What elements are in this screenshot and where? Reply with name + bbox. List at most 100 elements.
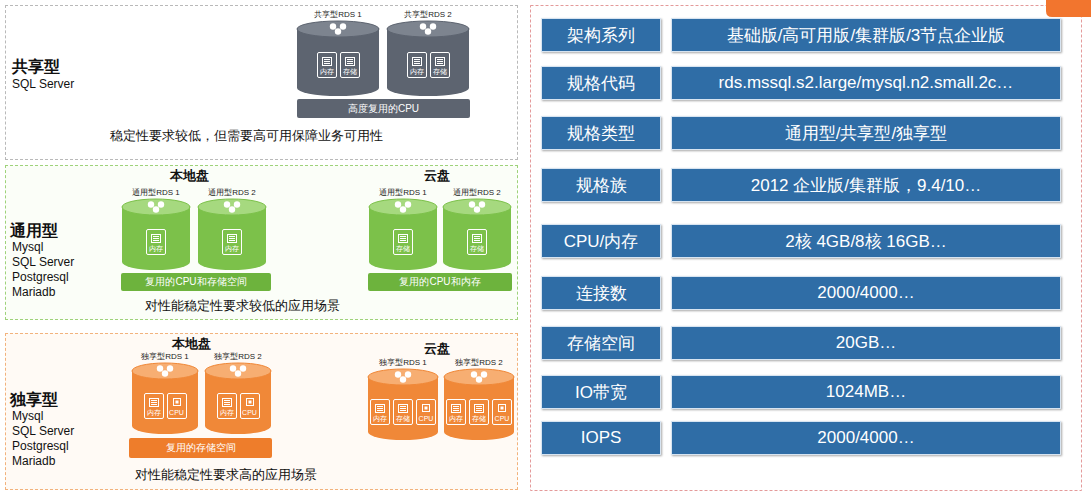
- logo-dot: [481, 371, 487, 377]
- spec-value: 基础版/高可用版/集群版/3节点企业版: [727, 24, 1006, 47]
- logo-dot: [476, 376, 482, 382]
- type-panel: 共享型SQL Server稳定性要求较低，但需要高可用保障业务可用性共享型RDS…: [5, 5, 518, 160]
- rds-label: 通用型RDS 1: [121, 187, 191, 198]
- rds-cylinder: 共享型RDS 1 内存存储: [296, 9, 380, 97]
- rds-cylinder: 通用型RDS 2 内存: [197, 187, 267, 271]
- resource-label: 内存: [220, 408, 234, 417]
- resource-chip: 内存: [370, 399, 390, 425]
- logo-dot: [395, 201, 401, 207]
- spec-box: 规格类型: [541, 116, 661, 150]
- resource-row: 内存存储: [296, 52, 380, 78]
- cylinder-shape: [131, 362, 199, 435]
- spec-name: 规格代码: [567, 72, 635, 95]
- resource-icon: [471, 233, 483, 244]
- logo-dot: [420, 23, 426, 29]
- resource-icon: [148, 397, 160, 408]
- resource-chip: CPU: [240, 393, 260, 419]
- resource-row: 存储: [442, 229, 512, 255]
- resource-chip: 内存: [144, 393, 164, 419]
- type-panel: 独享型MysqlSQL ServerPostgresqlMariadb本地盘云盘…: [5, 333, 518, 490]
- spec-name: IO带宽: [575, 381, 627, 404]
- rds-label: 独享型RDS 2: [204, 351, 272, 362]
- resource-chip: CPU: [167, 393, 187, 419]
- resource-chip: CPU: [416, 399, 436, 425]
- spec-value: 2核 4GB/8核 16GB…: [785, 230, 947, 253]
- spec-box: 连接数: [541, 276, 661, 310]
- cylinder-top: [368, 369, 438, 385]
- resource-chip: 内存: [407, 52, 427, 78]
- resource-row: 内存 CPU: [131, 393, 199, 419]
- resource-chip: 存储: [340, 52, 360, 78]
- spec-value: 通用型/共享型/独享型: [785, 122, 947, 145]
- rds-label: 独享型RDS 1: [367, 357, 439, 368]
- logo-dot: [148, 201, 154, 207]
- resource-label: CPU: [419, 414, 434, 423]
- resource-icon: [496, 403, 508, 414]
- logo-dot: [153, 206, 159, 212]
- spec-box: 1024MB…: [671, 375, 1061, 409]
- panel-label: 本地盘: [172, 335, 211, 353]
- resource-label: 内存: [410, 67, 424, 76]
- corner-badge: [1046, 0, 1091, 17]
- resource-icon: [221, 397, 233, 408]
- logo-dot: [162, 370, 168, 376]
- resource-label: 内存: [149, 244, 163, 253]
- rds-cylinder: 独享型RDS 2 内存 CPU: [204, 351, 272, 435]
- cylinder-body: [443, 206, 511, 270]
- cylinder-shape: [204, 362, 272, 435]
- logo-dot: [230, 365, 236, 371]
- resource-row: 内存 CPU: [204, 393, 272, 419]
- spec-box: 2核 4GB/8核 16GB…: [671, 224, 1061, 258]
- resource-chip: 内存: [217, 393, 237, 419]
- spec-box: 规格族: [541, 168, 661, 202]
- logo-dot: [430, 23, 436, 29]
- rds-label: 通用型RDS 1: [368, 187, 438, 198]
- cylinder-body: [297, 28, 379, 96]
- shared-resource-band: 复用的存储空间: [129, 438, 272, 458]
- resource-chip: 内存: [222, 229, 242, 255]
- resource-label: 内存: [320, 67, 334, 76]
- rds-label: 共享型RDS 2: [386, 9, 470, 20]
- spec-value: 2000/4000…: [817, 428, 914, 448]
- logo-dot: [395, 371, 401, 377]
- resource-label: 内存: [225, 244, 239, 253]
- rds-label: 共享型RDS 1: [296, 9, 380, 20]
- spec-name: 规格类型: [567, 122, 635, 145]
- panel-title: 独享型: [10, 390, 58, 411]
- rds-cylinder: 独享型RDS 1 内存存储 CPU: [367, 357, 439, 441]
- resource-icon: [150, 233, 162, 244]
- resource-icon: [226, 233, 238, 244]
- rds-cylinder: 独享型RDS 2内存存储CPU: [443, 357, 515, 441]
- cylinder-body: [444, 376, 514, 440]
- panel-caption: 稳定性要求较低，但需要高可用保障业务可用性: [110, 127, 383, 145]
- spec-box: 规格代码: [541, 66, 661, 100]
- resource-label: CPU: [495, 414, 510, 423]
- resource-chip: 存储: [393, 399, 413, 425]
- spec-value: 2012 企业版/集群版，9.4/10…: [751, 174, 982, 197]
- panel-label: SQL Server: [12, 424, 74, 439]
- resource-row: 存储: [368, 229, 438, 255]
- panel-label: Mariadb: [12, 454, 55, 469]
- logo-dot: [240, 365, 246, 371]
- cylinder-top: [132, 363, 198, 379]
- cylinder-body: [122, 206, 190, 270]
- cylinder-top: [198, 199, 266, 215]
- logo-dot: [224, 201, 230, 207]
- resource-label: 存储: [396, 414, 410, 423]
- logo-dot: [330, 23, 336, 29]
- spec-box: 2000/4000…: [671, 276, 1061, 310]
- rds-label: 通用型RDS 2: [197, 187, 267, 198]
- spec-box: 基础版/高可用版/集群版/3节点企业版: [671, 18, 1061, 52]
- spec-box: 通用型/共享型/独享型: [671, 116, 1061, 150]
- cylinder-top: [387, 21, 469, 37]
- cylinder-body: [205, 370, 271, 434]
- cylinder-top: [205, 363, 271, 379]
- logo-dot: [229, 206, 235, 212]
- spec-box: CPU/内存: [541, 224, 661, 258]
- rds-cylinder: 独享型RDS 1内存CPU: [131, 351, 199, 435]
- resource-label: 存储: [472, 414, 486, 423]
- spec-box: 20GB…: [671, 326, 1061, 360]
- spec-box: IOPS: [541, 421, 661, 455]
- resource-icon: [420, 403, 432, 414]
- resource-label: CPU: [169, 408, 184, 417]
